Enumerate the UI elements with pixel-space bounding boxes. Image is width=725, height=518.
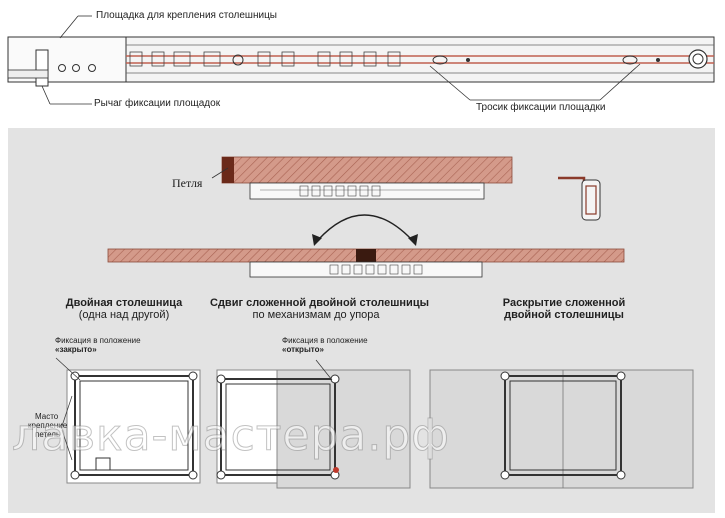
slide-rail — [7, 36, 715, 87]
tabletop-open — [107, 248, 625, 278]
label-hinge: Петля — [172, 176, 203, 190]
caption-open-title-1: Раскрытие сложенной — [502, 297, 626, 309]
caption-double-sub: (одна над другой) — [78, 309, 170, 321]
fix-closed-label-2: «закрыто» — [55, 345, 97, 354]
caption-open-title-2: двойной столешницы — [504, 309, 624, 321]
label-lever: Рычаг фиксации площадок — [94, 98, 221, 109]
panel-shift — [216, 369, 411, 489]
panel-double — [66, 369, 201, 484]
caption-shift-title: Сдвиг сложенной двойной столешницы — [210, 297, 429, 309]
hinge-detail — [558, 176, 601, 221]
panel-open — [429, 369, 694, 489]
label-cable: Тросик фиксации площадки — [476, 102, 606, 113]
watermark: лавка-мастера.рф — [12, 410, 450, 462]
hinge-place-label-1: Масто — [35, 412, 59, 421]
fix-open-label-1: Фиксация в положение — [282, 336, 368, 345]
hinge-place-label-2: крепление — [28, 421, 68, 430]
caption-double-title: Двойная столешница — [65, 297, 183, 309]
fix-open-label-2: «открыто» — [282, 345, 324, 354]
label-platform: Площадка для крепления столешницы — [96, 10, 277, 21]
tabletop-upper — [221, 156, 513, 200]
caption-shift-sub: по механизмам до упора — [252, 309, 380, 321]
fix-closed-label-1: Фиксация в положение — [55, 336, 141, 345]
hinge-place-label-3: петель — [35, 430, 61, 439]
